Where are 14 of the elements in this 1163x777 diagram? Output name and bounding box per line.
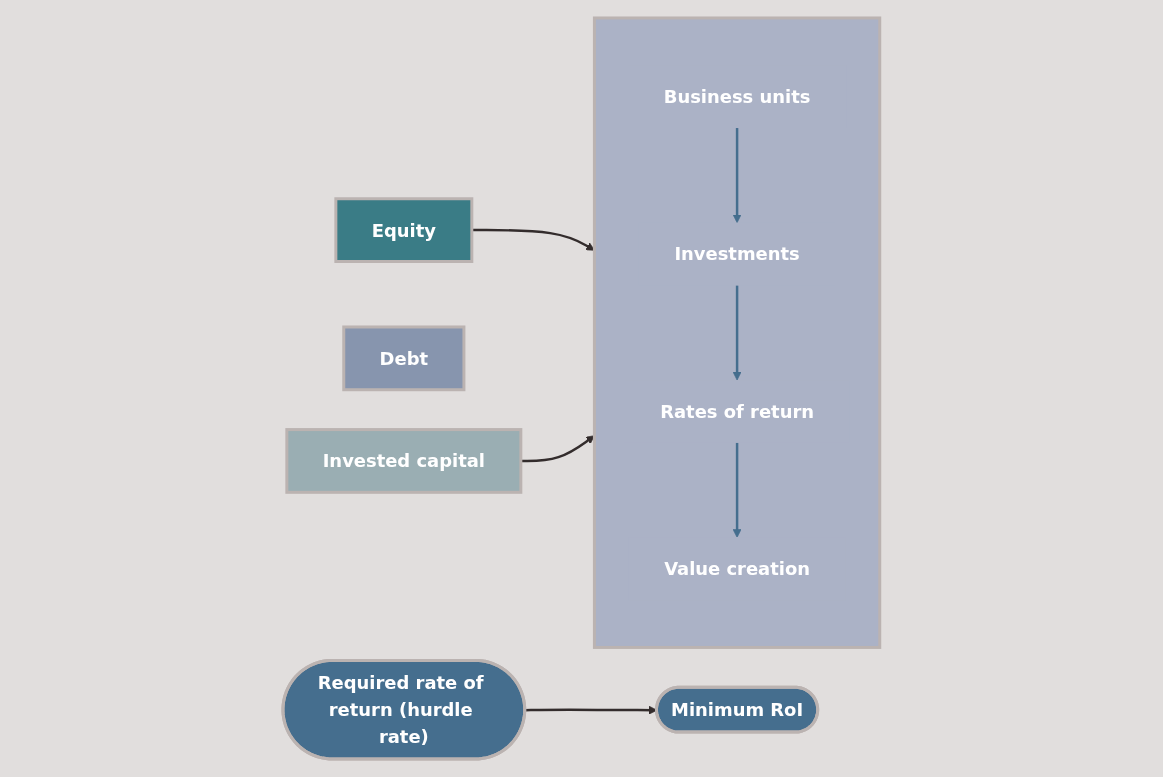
arrow: [732, 442, 742, 538]
arrow: [525, 705, 658, 715]
arrow: [471, 228, 595, 251]
node-text: Business units: [663, 86, 811, 108]
node-box: Debt: [342, 325, 466, 392]
node-text: Investments: [674, 243, 800, 265]
arrow: [732, 128, 742, 224]
node-text: Value creation: [664, 558, 811, 580]
arrow: [521, 435, 595, 463]
cluster: [593, 16, 882, 649]
node-text: Rates of return: [660, 400, 815, 422]
node-box: Equity: [334, 197, 474, 263]
arrow: [732, 285, 742, 381]
node-box: Invested capital: [285, 428, 523, 494]
